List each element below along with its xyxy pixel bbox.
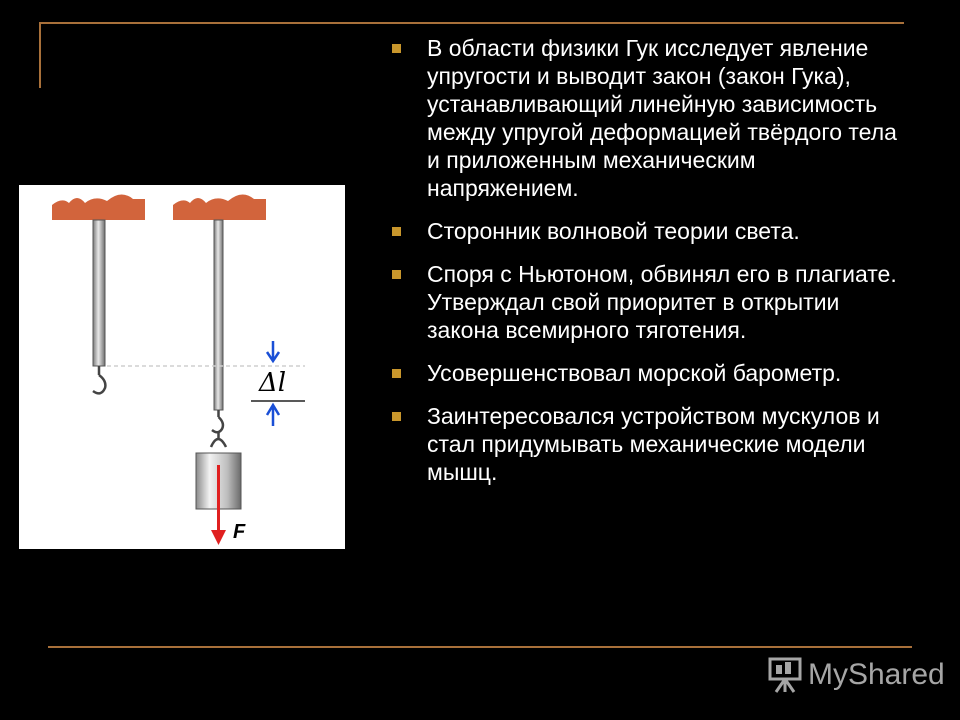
bullet-square-icon: [392, 227, 401, 236]
bottom-decorative-rule: [48, 646, 912, 648]
extension-arrow-top: [265, 341, 281, 364]
top-decorative-rule: [40, 22, 904, 24]
bullet-item: В области физики Гук исследует явление у…: [392, 34, 902, 202]
force-arrow-head: [211, 530, 226, 545]
weight-hanger: [209, 431, 228, 448]
bullet-text: Сторонник волновой теории света.: [427, 218, 800, 244]
bullet-item: Сторонник волновой теории света.: [392, 217, 902, 245]
left-hook: [92, 366, 107, 395]
projector-screen-icon: [768, 657, 802, 693]
bullet-square-icon: [392, 44, 401, 53]
bullet-text: Усовершенствовал морской барометр.: [427, 360, 842, 386]
left-decorative-rule: [39, 22, 41, 88]
bullet-text: В области физики Гук исследует явление у…: [427, 35, 897, 201]
left-ceiling-support: [52, 194, 145, 220]
right-spring-rod: [213, 219, 224, 411]
hooke-law-illustration: Δl F: [19, 185, 345, 549]
right-hook: [211, 410, 225, 434]
bullet-square-icon: [392, 270, 401, 279]
watermark-logo: MyShared: [768, 655, 945, 695]
bullet-text: Заинтересовался устройством мускулов и с…: [427, 403, 880, 485]
force-label: F: [233, 521, 246, 543]
bullet-square-icon: [392, 412, 401, 421]
right-ceiling-support: [173, 194, 266, 220]
bullet-text: Споря с Ньютоном, обвинял его в плагиате…: [427, 261, 897, 343]
bullet-item: Споря с Ньютоном, обвинял его в плагиате…: [392, 260, 902, 344]
watermark-text: MyShared: [808, 658, 945, 691]
bullet-item: Усовершенствовал морской барометр.: [392, 359, 902, 387]
bullet-list: В области физики Гук исследует явление у…: [392, 34, 902, 501]
left-spring-rod: [92, 219, 106, 367]
bullet-item: Заинтересовался устройством мускулов и с…: [392, 402, 902, 486]
bullet-square-icon: [392, 369, 401, 378]
delta-l-label: Δl: [258, 368, 286, 398]
extension-arrow-bottom: [265, 402, 281, 426]
